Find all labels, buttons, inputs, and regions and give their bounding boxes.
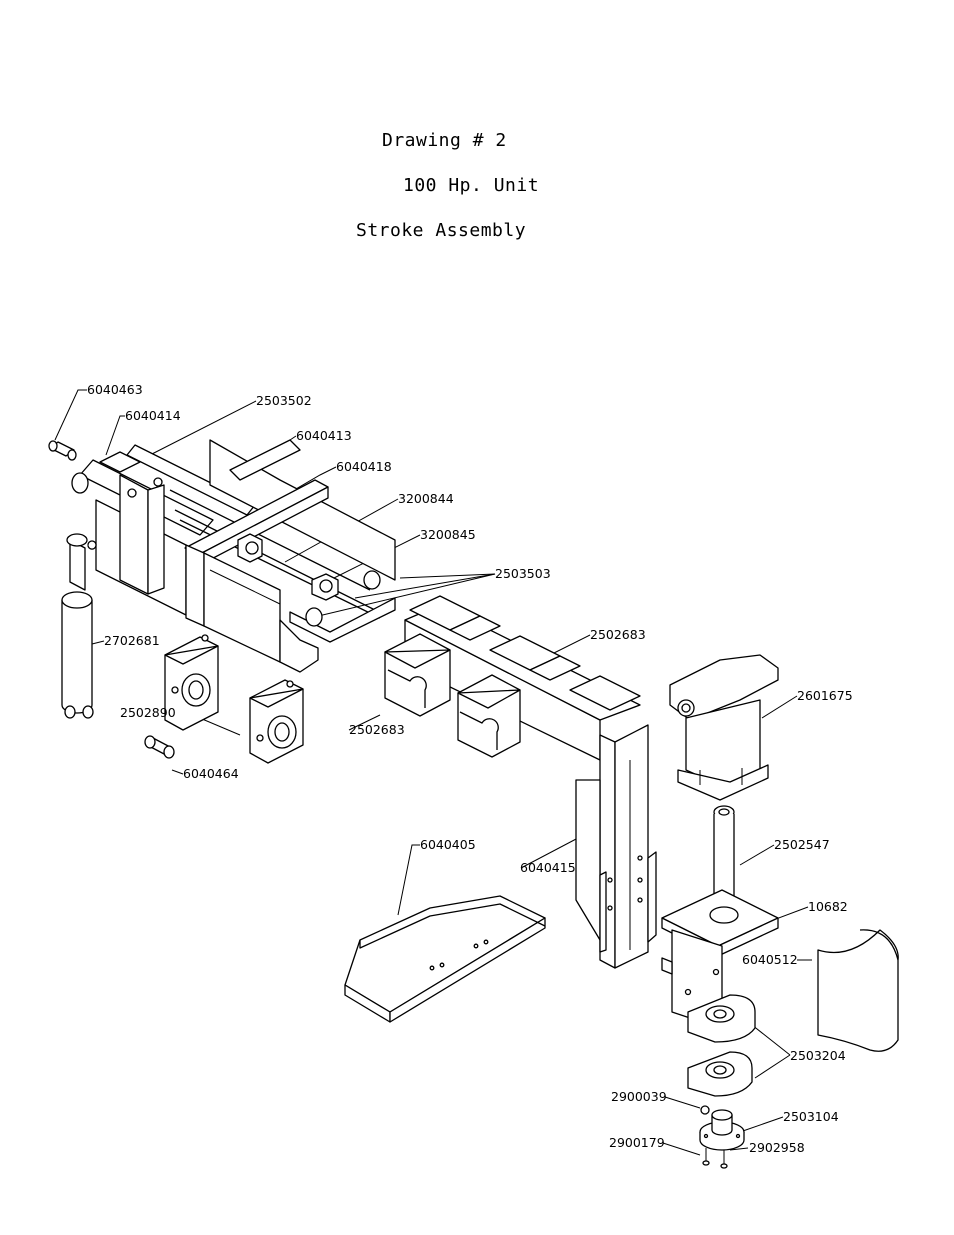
label-2502683-upper: 2502683: [590, 627, 646, 642]
shaft-guard: [818, 930, 898, 1051]
label-2702681: 2702681: [104, 633, 160, 648]
stroke-frame-assembly: [49, 440, 395, 672]
label-2502683-lower: 2502683: [349, 722, 405, 737]
couplings: [688, 995, 755, 1096]
label-6040464: 6040464: [183, 766, 239, 781]
label-6040418: 6040418: [336, 459, 392, 474]
label-2503502: 2503502: [256, 393, 312, 408]
label-2601675: 2601675: [797, 688, 853, 703]
label-2900179: 2900179: [609, 1135, 665, 1150]
pin-6040464: [145, 736, 174, 758]
label-10682: 10682: [808, 899, 848, 914]
label-2902958: 2902958: [749, 1140, 805, 1155]
motor-pump-housing: [670, 655, 778, 800]
label-6040414: 6040414: [125, 408, 181, 423]
label-2503204: 2503204: [790, 1048, 846, 1063]
label-2900039: 2900039: [611, 1089, 667, 1104]
label-6040463: 6040463: [87, 382, 143, 397]
label-2502890: 2502890: [120, 705, 176, 720]
label-6040405: 6040405: [420, 837, 476, 852]
label-3200844: 3200844: [398, 491, 454, 506]
label-2502547: 2502547: [774, 837, 830, 852]
tray: [345, 896, 545, 1022]
label-6040415: 6040415: [520, 860, 576, 875]
hub-and-fasteners: [700, 1106, 744, 1168]
label-6040512: 6040512: [742, 952, 798, 967]
label-6040413: 6040413: [296, 428, 352, 443]
label-2503503: 2503503: [495, 566, 551, 581]
label-3200845: 3200845: [420, 527, 476, 542]
label-2503104: 2503104: [783, 1109, 839, 1124]
hydraulic-cylinder: [62, 534, 96, 718]
